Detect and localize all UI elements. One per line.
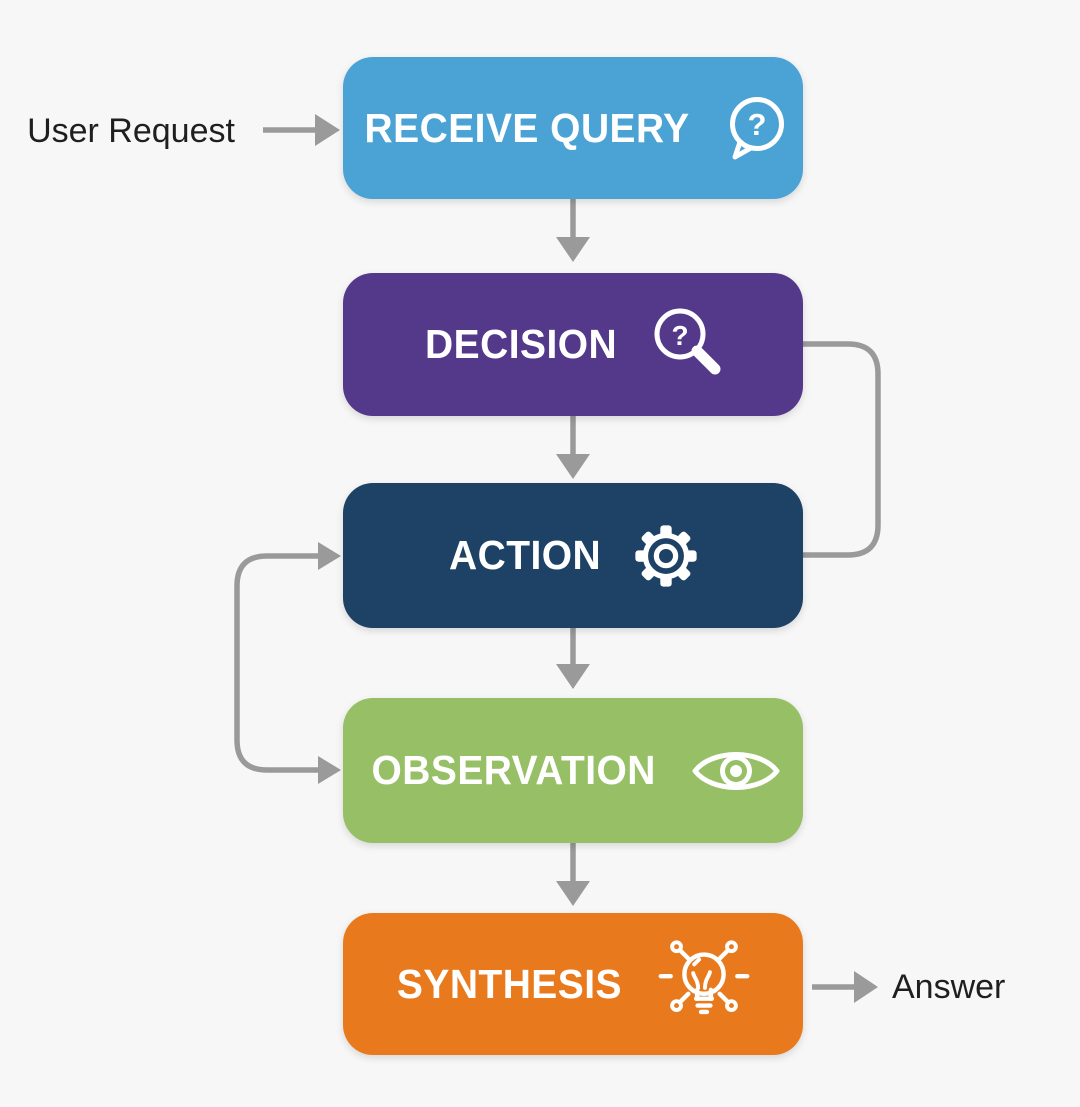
- user-request-arrow: [263, 114, 340, 146]
- node-label: ACTION: [448, 532, 602, 578]
- action-observation-loop-connector: [234, 542, 341, 784]
- node-label: RECEIVE QUERY: [364, 104, 690, 151]
- decision-action-bypass-connector: [803, 341, 881, 558]
- gear-icon: [631, 521, 701, 591]
- node-action: ACTION: [343, 483, 803, 628]
- node-label: OBSERVATION: [371, 747, 657, 793]
- arrow-action-to-observation: [556, 628, 590, 689]
- user-request-label: User Request: [27, 112, 235, 150]
- node-decision: DECISION ?: [343, 273, 803, 416]
- node-label: DECISION: [424, 321, 618, 367]
- answer-arrow: [812, 971, 878, 1003]
- answer-label: Answer: [892, 968, 1006, 1006]
- eye-icon: [690, 742, 782, 800]
- question-mark-glyph: ?: [748, 107, 767, 142]
- arrow-observation-to-synthesis: [556, 843, 590, 906]
- node-label: SYNTHESIS: [396, 960, 622, 1007]
- question-mark-glyph: ?: [672, 320, 689, 351]
- arrow-decision-to-action: [556, 416, 590, 479]
- question-speech-bubble-icon: ?: [724, 93, 790, 163]
- node-receive-query: RECEIVE QUERY ?: [343, 57, 803, 199]
- node-synthesis: SYNTHESIS: [343, 913, 803, 1055]
- node-observation: OBSERVATION: [343, 698, 803, 843]
- idea-lightbulb-icon: [653, 933, 755, 1035]
- magnifier-question-icon: ?: [648, 306, 726, 384]
- arrow-receive-to-decision: [556, 199, 590, 262]
